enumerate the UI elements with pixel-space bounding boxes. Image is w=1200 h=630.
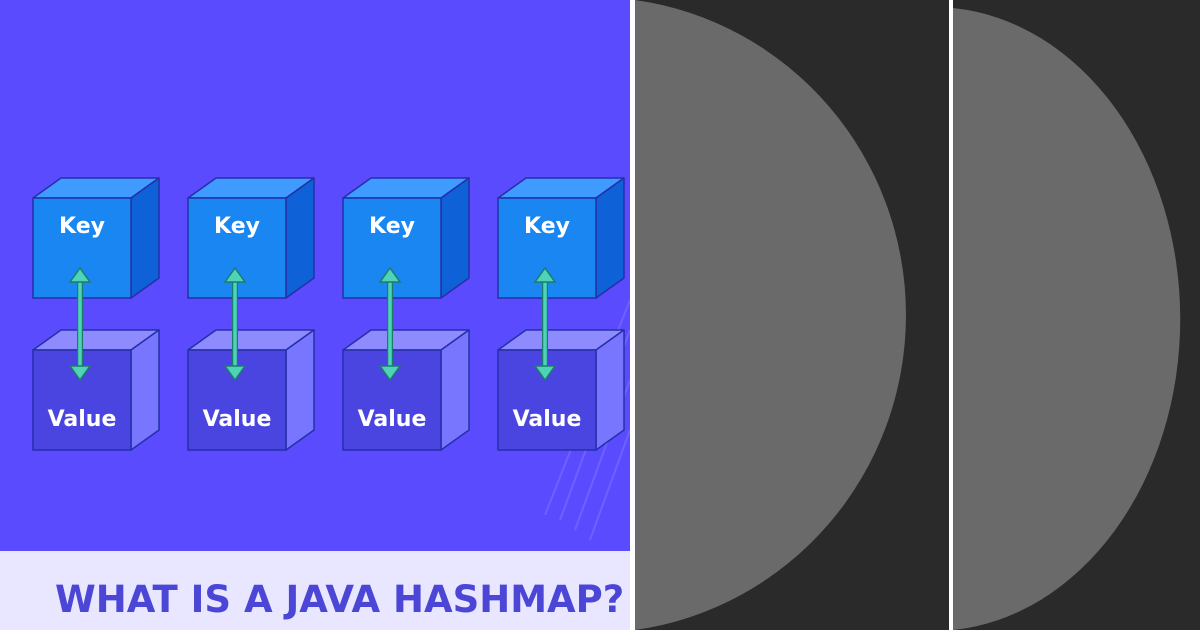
illustration-background	[0, 0, 630, 630]
key-cube-side	[441, 178, 469, 298]
value-label: Value	[358, 407, 427, 432]
half-circle-graphic-2	[953, 0, 1200, 630]
dark-panel-1	[635, 0, 949, 630]
value-cube	[188, 330, 314, 450]
key-cube-side	[596, 178, 624, 298]
key-label: Key	[369, 214, 415, 239]
dark-panel-2	[953, 0, 1200, 630]
value-cube-side	[596, 330, 624, 450]
banner-title: WHAT IS A JAVA HASHMAP?	[55, 578, 624, 621]
value-label: Value	[48, 407, 117, 432]
key-label: Key	[59, 214, 105, 239]
key-cube-side	[131, 178, 159, 298]
key-cube-side	[286, 178, 314, 298]
value-cube-side	[286, 330, 314, 450]
value-cube	[498, 330, 624, 450]
value-cube-side	[131, 330, 159, 450]
key-label: Key	[214, 214, 260, 239]
value-cube-side	[441, 330, 469, 450]
key-label: Key	[524, 214, 570, 239]
value-cube	[343, 330, 469, 450]
half-circle-graphic-1	[635, 0, 949, 630]
value-label: Value	[203, 407, 272, 432]
value-label: Value	[513, 407, 582, 432]
value-cube	[33, 330, 159, 450]
